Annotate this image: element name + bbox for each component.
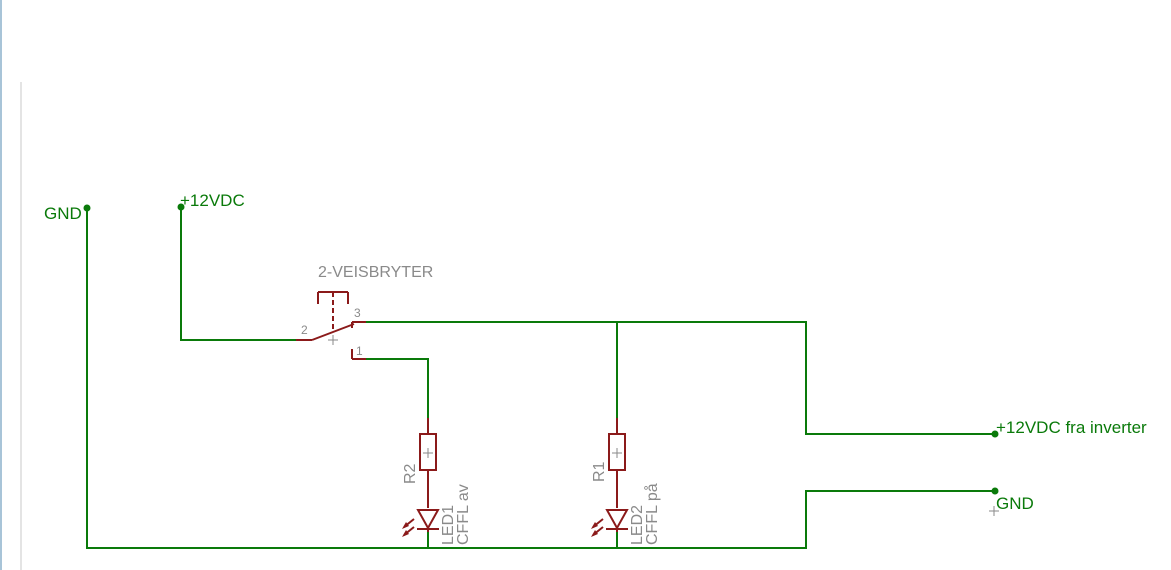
switch-pin3-label: 3 bbox=[354, 306, 361, 320]
switch-pin1-label: 1 bbox=[356, 344, 363, 358]
junction-gnd-right bbox=[991, 487, 999, 495]
junction-12vdc-inverter bbox=[991, 430, 999, 438]
resistor-r2: R2 bbox=[402, 418, 437, 508]
wire-switch-pin1-to-r2 bbox=[366, 358, 429, 418]
junction-12vdc bbox=[177, 203, 185, 211]
wire-12vdc-to-switch bbox=[180, 207, 296, 341]
led1-value: CFFL av bbox=[455, 484, 472, 545]
wires bbox=[86, 207, 995, 549]
r1-label: R1 bbox=[591, 461, 608, 482]
led2-value: CFFL på bbox=[643, 483, 661, 545]
switch-2-veisbryter: 2-VEISBRYTER 2 3 1 bbox=[296, 264, 433, 360]
led-led2: LED2 CFFL på bbox=[591, 483, 661, 545]
net-label-12vdc: +12VDC bbox=[180, 191, 245, 210]
switch-name: 2-VEISBRYTER bbox=[318, 264, 433, 281]
net-label-12vdc-inverter: +12VDC fra inverter bbox=[996, 418, 1147, 437]
net-label-gnd-right: GND bbox=[996, 494, 1034, 513]
net-label-gnd-left: GND bbox=[44, 204, 82, 223]
wire-switch-pin3-bus bbox=[366, 321, 995, 435]
junction-gnd-left bbox=[83, 204, 91, 212]
wire-gnd-left bbox=[86, 208, 995, 549]
r2-label: R2 bbox=[402, 463, 419, 484]
led1-label: LED1 bbox=[440, 505, 457, 545]
switch-pin2-label: 2 bbox=[301, 323, 308, 337]
resistor-r1: R1 bbox=[591, 418, 626, 508]
led2-label: LED2 bbox=[629, 505, 646, 545]
led-led1: LED1 CFFL av bbox=[402, 484, 472, 545]
